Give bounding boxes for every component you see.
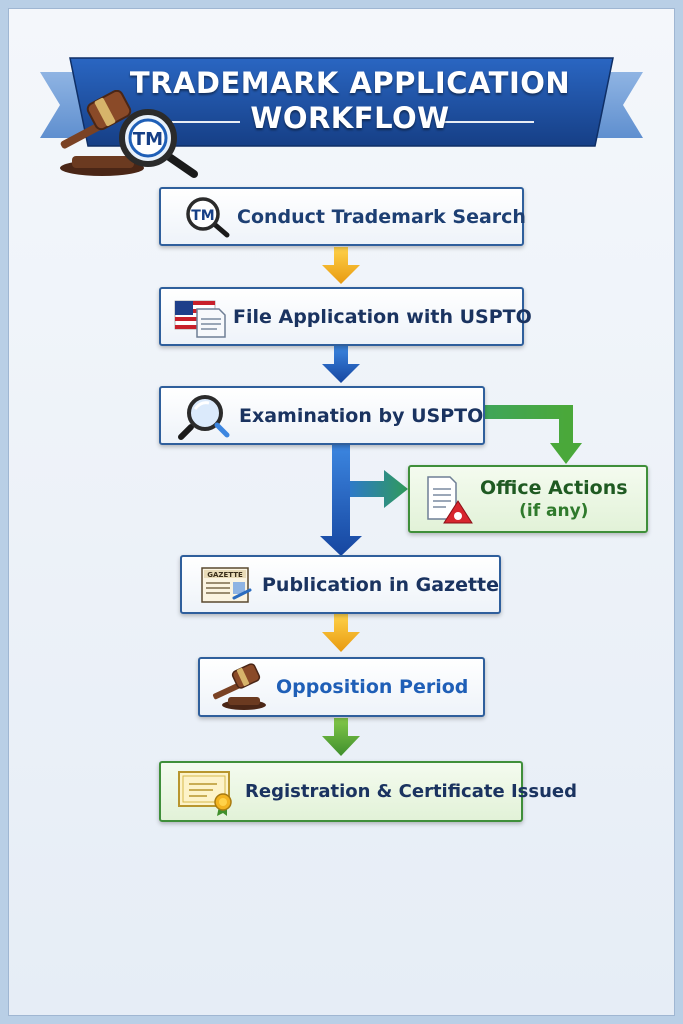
- step-file-application: File Application with USPTO: [159, 287, 532, 346]
- tm-search-icon: TM: [186, 196, 230, 237]
- flag-document-icon: [174, 300, 226, 338]
- step-label: Conduct Trademark Search: [237, 205, 526, 228]
- title-banner: [40, 57, 643, 147]
- branch-office-actions: Office Actions (if any): [408, 465, 648, 533]
- title-line-2: WORKFLOW: [250, 101, 450, 135]
- step-label: Registration & Certificate Issued: [245, 781, 577, 802]
- title-rule-right: [444, 121, 534, 123]
- title-line-1: TRADEMARK APPLICATION: [129, 66, 571, 100]
- step-examination: Examination by USPTO: [159, 386, 485, 445]
- gavel-and-tm-magnifier-icon: TM: [60, 90, 198, 178]
- magnifier-icon: [178, 394, 230, 440]
- gavel-icon: [212, 663, 266, 710]
- step-publication: GAZETTE Publication in Gazette: [180, 555, 501, 614]
- gazette-icon: GAZETTE: [201, 566, 252, 603]
- document-alert-icon: [427, 476, 473, 524]
- svg-text:TM: TM: [191, 208, 214, 224]
- title-rule-left: [172, 121, 240, 123]
- step-label: File Application with USPTO: [233, 305, 532, 328]
- branch-label: Office Actions: [480, 477, 628, 499]
- gazette-icon-text: GAZETTE: [207, 571, 243, 579]
- step-label: Opposition Period: [276, 676, 469, 698]
- step-opposition: Opposition Period: [198, 657, 485, 717]
- step-label: Examination by USPTO: [239, 404, 484, 427]
- step-conduct-trademark-search: TM Conduct Trademark Search: [159, 187, 526, 246]
- step-registration: Registration & Certificate Issued: [159, 761, 577, 822]
- certificate-icon: [178, 770, 232, 816]
- branch-sublabel: (if any): [519, 501, 589, 521]
- step-label: Publication in Gazette: [262, 573, 500, 596]
- svg-text:TM: TM: [133, 129, 163, 150]
